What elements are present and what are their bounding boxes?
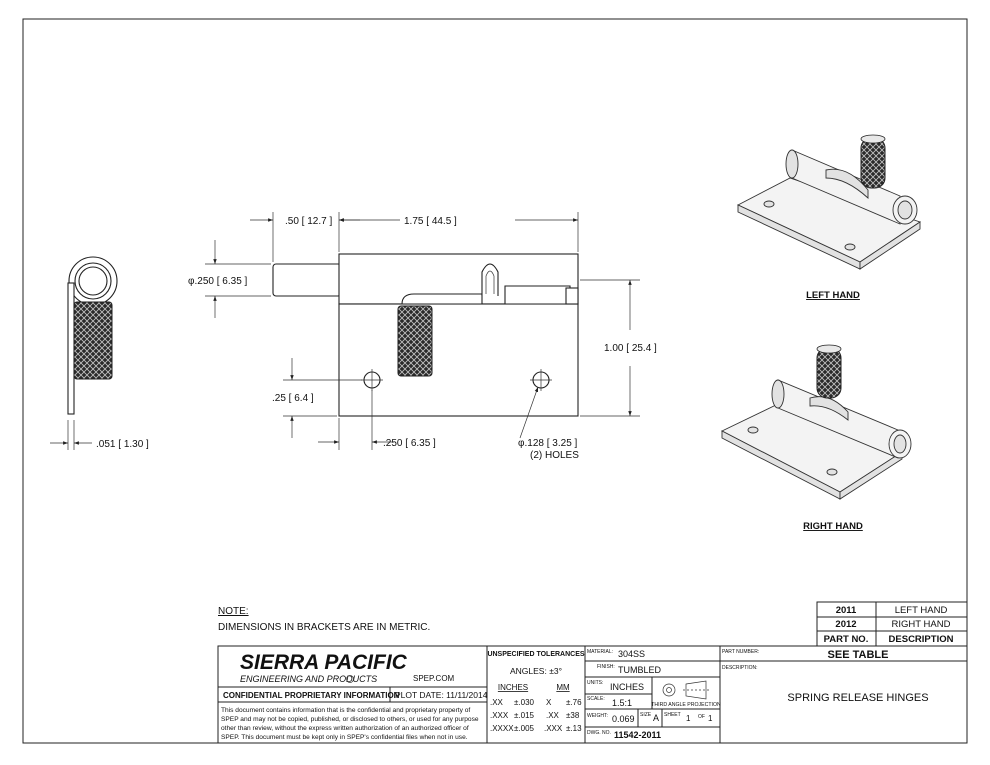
material-value: 304SS: [618, 649, 645, 659]
part-number-label: PART NUMBER:: [722, 649, 759, 655]
iso-right-hand: [720, 344, 912, 500]
tol-mm-2: .XX: [546, 711, 560, 720]
website: SPEP.COM: [413, 674, 455, 683]
part-no-2012: 2012: [835, 619, 856, 630]
tol-in-1: .XX: [490, 698, 504, 707]
scale-label: SCALE:: [587, 696, 605, 702]
projection-label: THIRD ANGLE PROJECTION: [651, 702, 721, 708]
tol-mm-3: .XXX: [544, 724, 563, 733]
dim-overall-length: 1.75 [ 44.5 ]: [404, 216, 457, 227]
disclaimer-line-2: SPEP and may not be copied, published, o…: [221, 716, 479, 723]
iso-left-hand: [736, 134, 922, 270]
tolerances-angles: ANGLES: ±3°: [510, 666, 562, 676]
front-view-dimensions: .50 [ 12.7 ] 1.75 [ 44.5 ] φ.250 [ 6.35 …: [188, 212, 657, 461]
dim-hole-count: (2) HOLES: [530, 450, 579, 461]
dwg-no-label: DWG. NO.: [587, 730, 611, 736]
tol-in-2: .XXX: [490, 711, 509, 720]
left-hand-label: LEFT HAND: [806, 290, 860, 301]
registered-mark-icon: [346, 675, 354, 683]
tolerances-inches-label: INCHES: [498, 683, 528, 692]
tol-in-tol-3: ±.005: [514, 724, 535, 733]
part-desc-2012: RIGHT HAND: [892, 619, 951, 630]
note-text: DIMENSIONS IN BRACKETS ARE IN METRIC.: [218, 622, 430, 633]
dim-thickness: .051 [ 1.30 ]: [96, 439, 149, 450]
part-no-header: PART NO.: [824, 634, 869, 645]
part-number-value: SEE TABLE: [828, 649, 889, 661]
company-subtitle: ENGINEERING AND PRODUCTS: [240, 674, 377, 684]
tol-mm-tol-3: ±.13: [566, 724, 582, 733]
tolerances-mm-label: MM: [556, 683, 570, 692]
dim-hole-height: .25 [ 6.4 ]: [272, 393, 314, 404]
finish-value: TUMBLED: [618, 665, 662, 675]
parts-table: 2011 LEFT HAND 2012 RIGHT HAND PART NO. …: [816, 601, 968, 647]
scale-value: 1.5:1: [612, 698, 632, 708]
dwg-no-value: 11542-2011: [614, 730, 661, 740]
dim-hole-diameter: φ.128 [ 3.25 ]: [518, 438, 578, 449]
disclaimer-line-3: other than review, without the express w…: [221, 725, 469, 732]
description-label: DESCRIPTION:: [722, 665, 758, 671]
weight-value: 0.069: [612, 714, 635, 724]
confidential-label: CONFIDENTIAL PROPRIETARY INFORMATION: [223, 691, 400, 700]
note-heading: NOTE:: [218, 606, 249, 617]
tol-in-tol-2: ±.015: [514, 711, 535, 720]
part-desc-2011: LEFT HAND: [895, 605, 948, 616]
dim-pin-diameter: φ.250 [ 6.35 ]: [188, 276, 248, 287]
size-value: A: [653, 713, 659, 723]
front-view: [272, 253, 579, 417]
tol-in-tol-1: ±.030: [514, 698, 535, 707]
finish-label: FINISH:: [597, 664, 615, 670]
units-label: UNITS:: [587, 680, 603, 686]
leaf-plate: [338, 303, 579, 417]
side-view: .051 [ 1.30 ]: [50, 256, 149, 450]
disclaimer-line-4: SPEP. This document must be kept only in…: [221, 734, 468, 741]
description-header: DESCRIPTION: [889, 634, 954, 645]
right-hand-label: RIGHT HAND: [803, 521, 863, 532]
knurled-knob: [397, 305, 433, 377]
dim-hole-offset: .250 [ 6.35 ]: [383, 438, 436, 449]
company-name: SIERRA PACIFIC: [240, 651, 408, 674]
tol-mm-1: X: [546, 698, 552, 707]
tolerances-heading: UNSPECIFIED TOLERANCES: [487, 651, 584, 658]
plot-date: PLOT DATE: 11/11/2014: [395, 690, 488, 700]
dim-overall-height: 1.00 [ 25.4 ]: [604, 343, 657, 354]
tol-mm-tol-1: ±.76: [566, 698, 582, 707]
third-angle-projection-icon: [662, 680, 709, 700]
description-value: SPRING RELEASE HINGES: [787, 692, 928, 704]
part-no-2011: 2011: [836, 605, 857, 616]
tol-in-3: .XXXX: [490, 724, 514, 733]
sheet-of-label: OF: [698, 714, 705, 720]
size-label: SIZE: [640, 712, 652, 718]
material-label: MATERIAL:: [587, 649, 613, 655]
weight-label: WEIGHT:: [587, 713, 608, 719]
sheet-total-value: 1: [708, 714, 713, 723]
tol-mm-tol-2: ±38: [566, 711, 580, 720]
sheet-label: SHEET: [664, 712, 681, 718]
units-value: INCHES: [610, 682, 644, 692]
sheet-value: 1: [686, 714, 691, 723]
pin: [272, 263, 342, 297]
disclaimer-line-1: This document contains information that …: [221, 707, 470, 714]
title-block: SIERRA PACIFIC ENGINEERING AND PRODUCTS …: [217, 645, 968, 744]
dim-pin-length: .50 [ 12.7 ]: [285, 216, 332, 227]
